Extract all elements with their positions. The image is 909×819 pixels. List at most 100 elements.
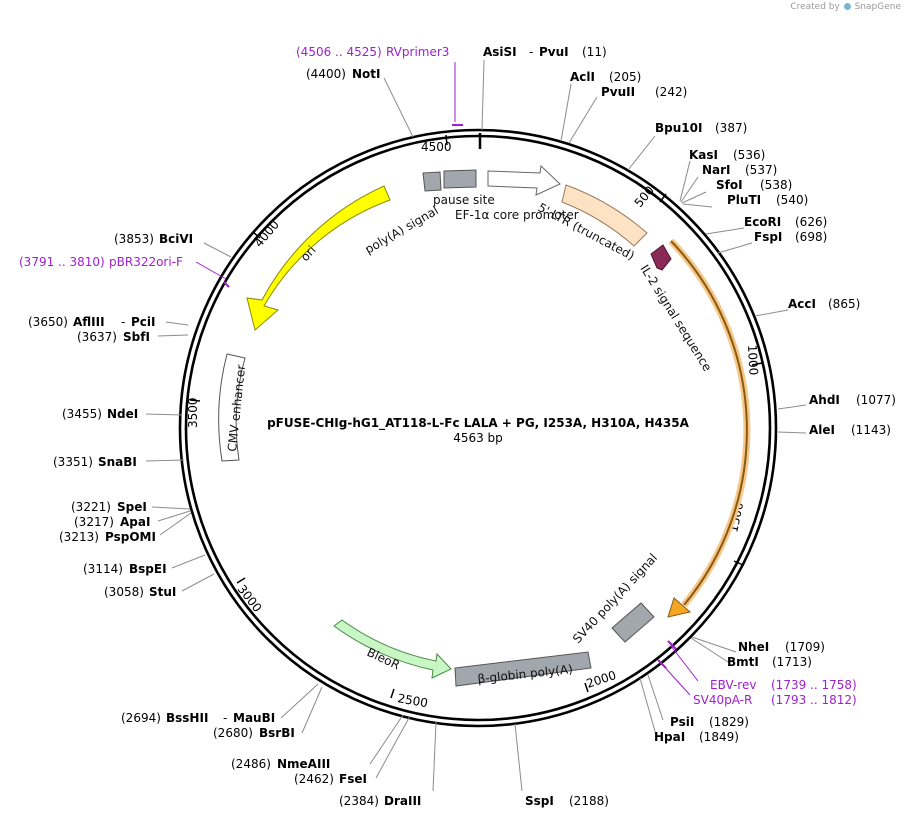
feature-label-polya-signal: poly(A) signal <box>363 203 441 256</box>
site-alei[interactable]: AleI <box>809 423 835 437</box>
feature-polya-signal[interactable] <box>422 171 442 192</box>
site-afliii-pos: (3650) <box>28 315 68 329</box>
site-nari-pos: (537) <box>745 163 777 177</box>
site-bsshii[interactable]: BssHII <box>166 711 208 725</box>
site-nmeaiii-pos: (2486) <box>231 757 271 771</box>
primer-ebv-rev[interactable]: EBV-rev <box>710 678 756 692</box>
site-kasi-pos: (536) <box>733 148 765 162</box>
backbone-inner <box>184 134 772 722</box>
site-ahdi[interactable]: AhdI <box>809 393 840 407</box>
site-noti[interactable]: NotI <box>352 67 381 81</box>
site-nari[interactable]: NarI <box>702 163 731 177</box>
site-sfoi[interactable]: SfoI <box>716 178 743 192</box>
tick-label-4500: 4500 <box>421 140 452 154</box>
site-sspi[interactable]: SspI <box>525 794 554 808</box>
feature-ef1a-promoter[interactable] <box>487 164 561 196</box>
plasmid-name: pFUSE-CHIg-hG1_AT118-L-Fc LALA + PG, I25… <box>267 416 690 431</box>
feature-bglobin-polya[interactable] <box>454 651 592 687</box>
tick-label-1000: 1000 <box>745 344 761 375</box>
feature-bleor[interactable] <box>333 619 452 679</box>
site-snabi-pos: (3351) <box>53 455 93 469</box>
site-maubi[interactable]: MauBI <box>233 711 275 725</box>
site-acli-pos: (205) <box>609 70 641 84</box>
site-bcivi[interactable]: BciVI <box>159 232 193 246</box>
site-bspei[interactable]: BspEI <box>129 562 167 576</box>
site-bcivi-pos: (3853) <box>114 232 154 246</box>
feature-label-pause-site: pause site <box>433 193 495 207</box>
primer-pbr322ori[interactable]: pBR322ori-F <box>109 255 183 269</box>
brand-credit-prefix: Created by <box>790 2 840 12</box>
primer-pbr322ori-range: (3791 .. 3810) <box>19 255 105 269</box>
brand-credit-name: SnapGene <box>854 2 901 12</box>
site-sbfi[interactable]: SbfI <box>123 330 150 344</box>
site-apai[interactable]: ApaI <box>120 515 150 529</box>
site-asisi-sep: - <box>529 45 533 59</box>
site-afliii[interactable]: AflIII <box>73 315 105 329</box>
site-bmti[interactable]: BmtI <box>727 655 759 669</box>
site-pspomi[interactable]: PspOMI <box>105 530 156 544</box>
site-fsei[interactable]: FseI <box>339 772 367 786</box>
site-ecori[interactable]: EcoRI <box>744 215 781 229</box>
site-stui[interactable]: StuI <box>149 585 176 599</box>
site-pvuii-pos: (242) <box>655 85 687 99</box>
site-kasi[interactable]: KasI <box>689 148 718 162</box>
site-bpu10i[interactable]: Bpu10I <box>655 121 702 135</box>
site-alei-pos: (1143) <box>851 423 891 437</box>
site-sfoi-pos: (538) <box>760 178 792 192</box>
site-snabi[interactable]: SnaBI <box>98 455 137 469</box>
site-draiii[interactable]: DraIII <box>384 794 421 808</box>
plasmid-length: 4563 bp <box>453 431 503 445</box>
site-acci[interactable]: AccI <box>788 297 816 311</box>
feature-cmv-enhancer[interactable] <box>218 353 246 462</box>
tick-label-2500: 2500 <box>396 691 429 710</box>
site-pluti[interactable]: PluTI <box>727 193 761 207</box>
site-ahdi-pos: (1077) <box>856 393 896 407</box>
site-afliii-sep: - <box>121 315 125 329</box>
site-bsshii-sep: - <box>223 711 227 725</box>
site-bsrbi[interactable]: BsrBI <box>259 726 295 740</box>
site-apai-pos: (3217) <box>74 515 114 529</box>
feature-pause-site[interactable] <box>443 169 477 189</box>
site-fspi[interactable]: FspI <box>754 230 782 244</box>
site-acli[interactable]: AclI <box>570 70 595 84</box>
feature-cds-arc-core <box>670 240 748 606</box>
site-pcii[interactable]: PciI <box>131 315 156 329</box>
feature-cds-arrowhead <box>667 597 692 618</box>
site-acci-pos: (865) <box>828 297 860 311</box>
site-psii[interactable]: PsiI <box>670 715 694 729</box>
site-ndei[interactable]: NdeI <box>107 407 138 421</box>
site-bspei-pos: (3114) <box>83 562 123 576</box>
site-hpai[interactable]: HpaI <box>654 730 685 744</box>
site-sbfi-pos: (3637) <box>77 330 117 344</box>
site-bpu10i-pos: (387) <box>715 121 747 135</box>
site-bsshii-pos: (2694) <box>121 711 161 725</box>
feature-sv40-polya[interactable] <box>611 602 655 643</box>
tick-label-3500: 3500 <box>186 397 200 428</box>
primer-connectors <box>195 62 699 696</box>
site-pvui-pos: (11) <box>582 45 607 59</box>
snapgene-logo-icon <box>843 3 851 10</box>
site-pspomi-pos: (3213) <box>59 530 99 544</box>
tick-marks <box>189 134 763 699</box>
site-pluti-pos: (540) <box>776 193 808 207</box>
primer-rvprimer3[interactable]: RVprimer3 <box>386 45 449 59</box>
site-bmti-pos: (1713) <box>772 655 812 669</box>
primer-ebv-rev-range: (1739 .. 1758) <box>771 678 857 692</box>
site-pvuii[interactable]: PvuII <box>601 85 635 99</box>
site-fsei-pos: (2462) <box>294 772 334 786</box>
site-spei[interactable]: SpeI <box>117 500 147 514</box>
site-asisi[interactable]: AsiSI <box>483 45 517 59</box>
feature-il2-signal[interactable] <box>650 244 672 271</box>
feature-5ltr[interactable] <box>561 184 648 247</box>
feature-ori[interactable] <box>246 185 391 331</box>
site-spei-pos: (3221) <box>71 500 111 514</box>
backbone-outer <box>178 128 778 728</box>
site-fspi-pos: (698) <box>795 230 827 244</box>
site-pvui[interactable]: PvuI <box>539 45 569 59</box>
site-nmeaiii[interactable]: NmeAIII <box>277 757 330 771</box>
site-hpai-pos: (1849) <box>699 730 739 744</box>
site-nhei[interactable]: NheI <box>738 640 769 654</box>
primer-sv40pa-r[interactable]: SV40pA-R <box>693 693 752 707</box>
site-sspi-pos: (2188) <box>569 794 609 808</box>
feature-label-ef1a: EF-1α core promoter <box>455 208 579 222</box>
